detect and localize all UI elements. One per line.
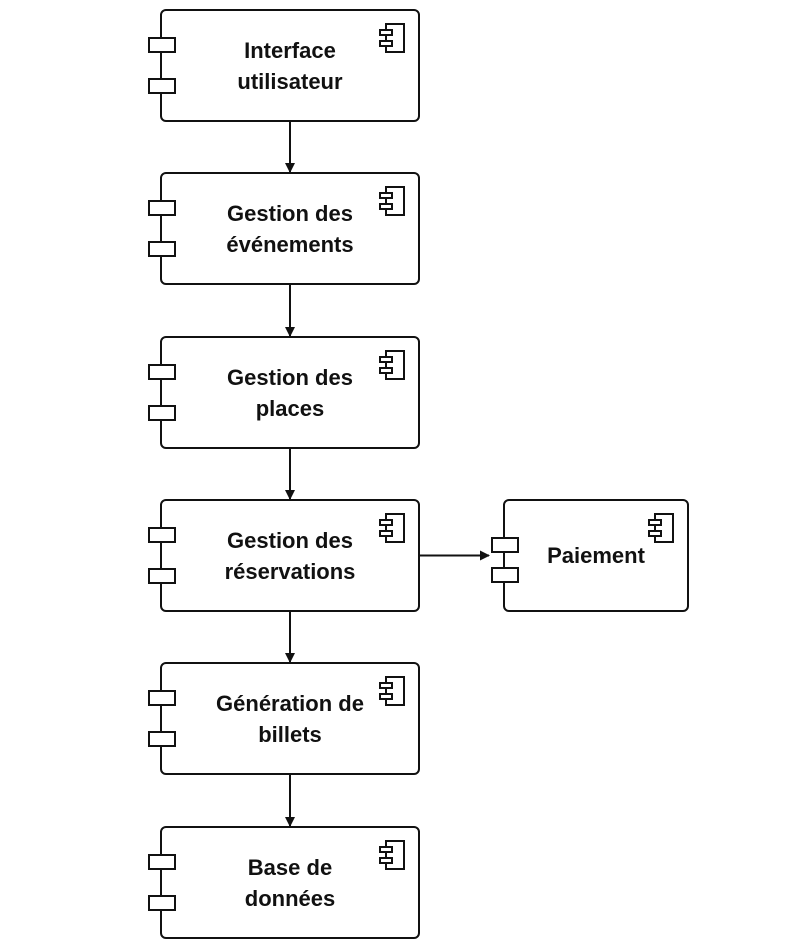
port-icon xyxy=(148,854,176,870)
port-icon xyxy=(148,241,176,257)
component-ui: Interface utilisateur xyxy=(148,9,420,122)
port-icon xyxy=(148,37,176,53)
component-label-line: Gestion des xyxy=(227,200,353,226)
component-label-line: Paiement xyxy=(547,543,645,568)
component-icon xyxy=(647,513,675,543)
component-label: Génération de billets xyxy=(192,664,388,773)
component-label-line: utilisateur xyxy=(237,68,343,94)
port-icon xyxy=(491,537,519,553)
component-icon xyxy=(378,23,406,53)
port-icon xyxy=(148,364,176,380)
port-icon xyxy=(148,895,176,911)
component-label-line: Interface xyxy=(244,37,336,63)
component-label-line: Gestion des xyxy=(227,364,353,390)
port-icon xyxy=(148,731,176,747)
component-events: Gestion des événements xyxy=(148,172,420,285)
component-icon xyxy=(378,513,406,543)
component-label: Gestion des événements xyxy=(192,174,388,283)
component-places: Gestion des places xyxy=(148,336,420,449)
component-label: Base de données xyxy=(192,828,388,937)
component-label-line: Gestion des xyxy=(227,527,353,553)
component-label: Gestion des réservations xyxy=(192,501,388,610)
component-label-line: réservations xyxy=(224,558,356,584)
component-icon xyxy=(378,840,406,870)
component-label-line: Base de xyxy=(247,854,333,880)
component-label-line: événements xyxy=(226,231,354,257)
component-label-line: billets xyxy=(258,721,322,747)
port-icon xyxy=(148,200,176,216)
component-label: Gestion des places xyxy=(192,338,388,447)
component-icon xyxy=(378,186,406,216)
component-label: Paiement xyxy=(535,501,657,610)
component-label-line: places xyxy=(255,395,325,421)
port-icon xyxy=(148,527,176,543)
port-icon xyxy=(148,78,176,94)
component-payment: Paiement xyxy=(491,499,689,612)
component-label: Interface utilisateur xyxy=(192,11,388,120)
component-label-line: Génération de xyxy=(216,690,364,716)
component-tickets: Génération de billets xyxy=(148,662,420,775)
component-reservations: Gestion des réservations xyxy=(148,499,420,612)
port-icon xyxy=(148,690,176,706)
component-icon xyxy=(378,350,406,380)
port-icon xyxy=(148,568,176,584)
component-database: Base de données xyxy=(148,826,420,939)
port-icon xyxy=(491,567,519,583)
component-label-line: données xyxy=(244,885,336,911)
port-icon xyxy=(148,405,176,421)
component-icon xyxy=(378,676,406,706)
